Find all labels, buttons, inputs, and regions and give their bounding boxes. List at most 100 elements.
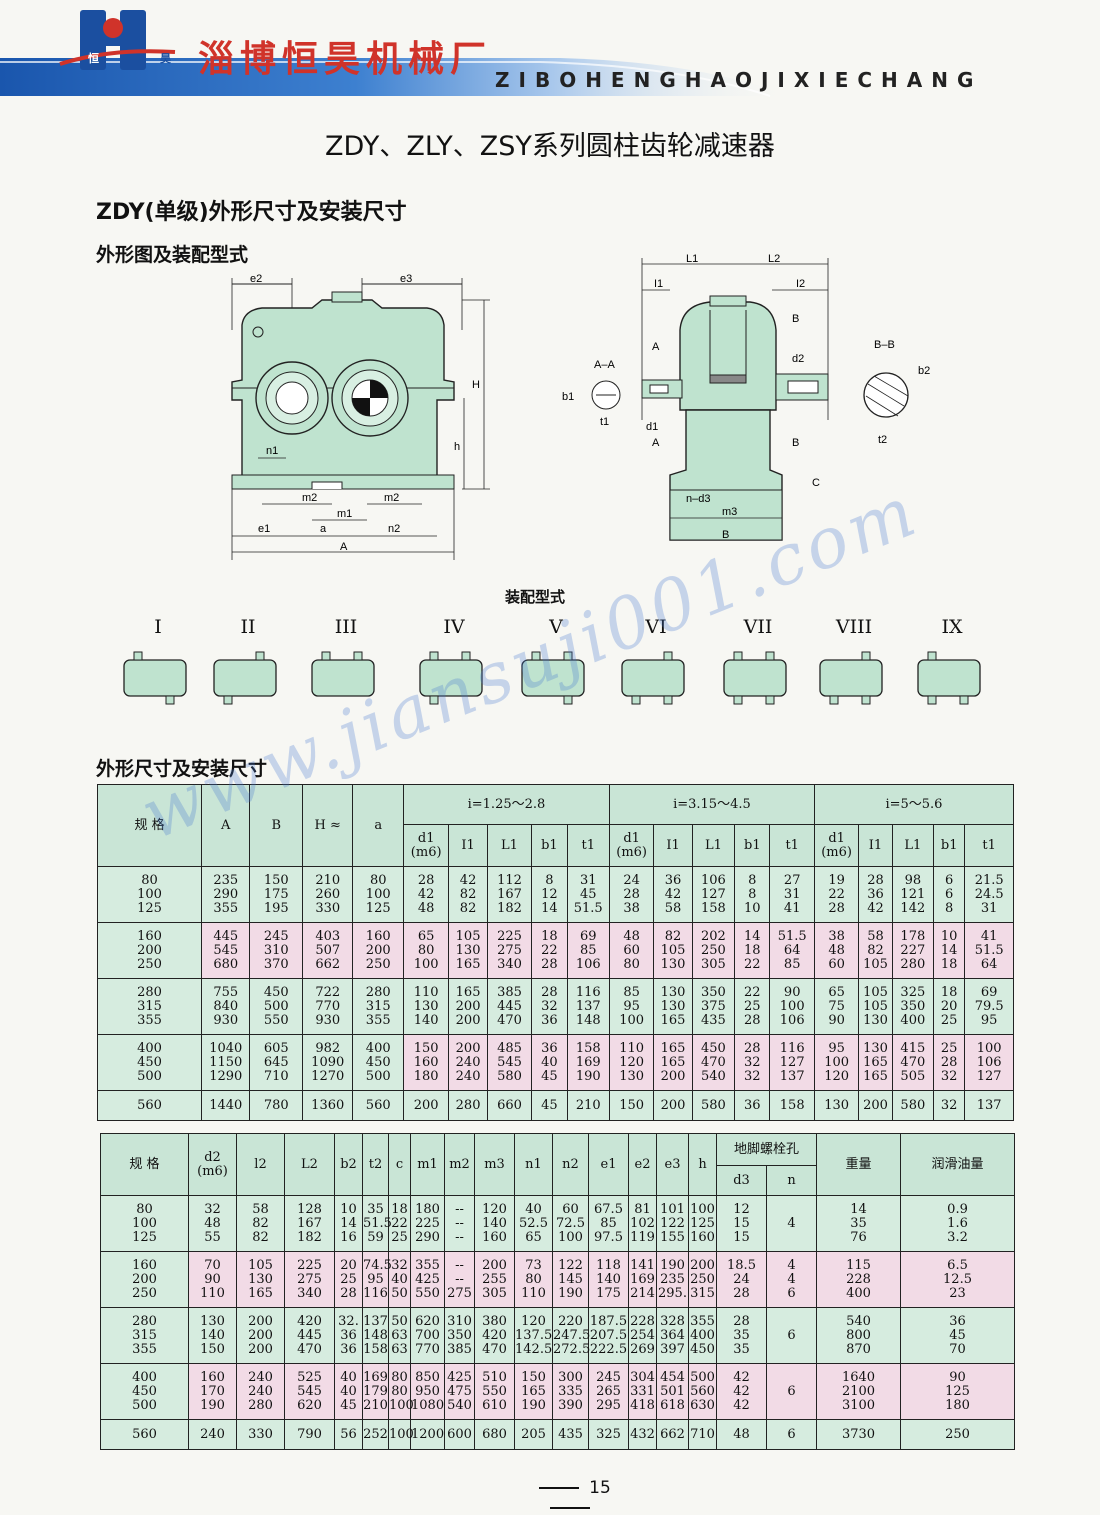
page-title: ZDY、ZLY、ZSY系列圆柱齿轮减速器 — [325, 131, 775, 162]
arrow-B-bottom: B — [792, 437, 799, 449]
table-cell: 20 25 28 — [334, 1251, 363, 1308]
table-cell: 112 167 182 — [486, 866, 533, 923]
table-cell: 328 364 397 — [656, 1307, 689, 1364]
table-cell: 158 — [769, 1090, 815, 1121]
table-cell: 6 — [765, 1307, 818, 1364]
table-cell: 160 200 250 — [100, 1251, 189, 1308]
table-cell: 58 82 105 — [858, 922, 893, 979]
header-col: l2 — [236, 1133, 285, 1196]
table-cell: 210 260 330 — [301, 866, 354, 923]
table-cell: 31 45 51.5 — [566, 866, 610, 923]
table-cell: 252 — [362, 1419, 389, 1450]
table-cell: 790 — [284, 1419, 335, 1450]
dim-h: h — [454, 441, 460, 453]
table-cell: 80 100 125 — [352, 866, 404, 923]
table-cell: 36 45 70 — [900, 1307, 1016, 1364]
table-cell: 722 770 930 — [301, 978, 354, 1035]
table-cell: 65 80 100 — [402, 922, 450, 979]
table-cell: 850 950 1080 — [410, 1363, 445, 1420]
table-cell: 280 315 355 — [352, 978, 404, 1035]
dim-H: H — [472, 379, 480, 391]
table-cell: 41 51.5 64 — [964, 922, 1014, 979]
side-view-drawing: L1 L2 I1 I2 A–A b1 t1 d1 A A B B d2 B–B — [560, 250, 940, 550]
header-ratio-group: i=3.15～4.5 — [608, 784, 815, 825]
dim-e1: e1 — [258, 523, 270, 535]
assembly-type-label: VI — [645, 616, 667, 638]
table-cell: 141 169 214 — [628, 1251, 657, 1308]
header-ratio-group: i=1.25～2.8 — [402, 784, 610, 825]
table-cell: 660 — [486, 1090, 533, 1121]
table-cell: 21.5 24.5 31 — [964, 866, 1014, 923]
header-sub: L1 — [891, 824, 935, 867]
table-cell: 150 — [608, 1090, 655, 1121]
header-ratio-group: i=5～5.6 — [813, 784, 1015, 825]
label-section-AA: A–A — [594, 359, 615, 371]
table-cell: 1360 — [301, 1090, 354, 1121]
dim-t2: t2 — [878, 434, 887, 446]
table-cell: 150 160 180 — [402, 1034, 450, 1091]
dim-n-d3: n–d3 — [686, 493, 710, 505]
header-col: 规 格 — [100, 1133, 189, 1196]
header-col: m2 — [444, 1133, 475, 1196]
table-cell: 280 315 355 — [96, 978, 203, 1035]
dim-b1: b1 — [562, 391, 574, 403]
table-cell: 60 72.5 100 — [552, 1195, 589, 1252]
table-cell: 25 28 32 — [933, 1034, 966, 1091]
table-cell: 130 140 150 — [188, 1307, 237, 1364]
table-cell: 160 200 250 — [96, 922, 203, 979]
assembly-type-7: VII — [718, 616, 798, 716]
header-col: e1 — [588, 1133, 629, 1196]
header-sub: I1 — [448, 824, 488, 867]
table-cell: 150 175 195 — [249, 866, 303, 923]
table-cell: 35 51.5 59 — [362, 1195, 392, 1252]
table-cell: 32. 36 36 — [334, 1307, 363, 1364]
dim-I1: I1 — [654, 278, 663, 290]
header-weight: 重量 — [816, 1133, 902, 1196]
table-cell: 560 — [96, 1090, 203, 1121]
section-title: ZDY(单级)外形尺寸及安装尺寸 — [96, 200, 407, 225]
assembly-type-4: IV — [414, 616, 494, 716]
table-cell: 500 560 630 — [688, 1363, 717, 1420]
dim-t1: t1 — [600, 416, 609, 428]
table-cell: 710 — [688, 1419, 717, 1450]
table-cell: 445 545 680 — [201, 922, 251, 979]
table-cell: 4 — [765, 1195, 818, 1252]
page-header: 恒 昊 淄博恒昊机械厂 ZIBOHENGHAOJIXIECHANG — [0, 0, 1100, 110]
table-cell: 14 35 76 — [816, 1195, 902, 1252]
table-cell: 70 90 110 — [188, 1251, 237, 1308]
header-col: h — [688, 1133, 717, 1196]
header-B: B — [249, 784, 303, 867]
table-cell: 540 800 870 — [816, 1307, 902, 1364]
page-number-text: 15 — [589, 1478, 611, 1498]
table-cell: 415 470 505 — [891, 1034, 935, 1091]
page-number-rule-left — [539, 1487, 580, 1489]
table-cell: 165 165 200 — [653, 1034, 693, 1091]
assembly-type-label: VII — [743, 616, 773, 638]
table-cell: 120 137.5 142.5 — [514, 1307, 553, 1364]
dim-A: A — [340, 541, 348, 553]
page-number: 15 — [500, 1478, 640, 1515]
assembly-types-label: 装配型式 — [505, 588, 566, 606]
header-d3: d3 — [716, 1165, 767, 1196]
table-cell: 200 255 305 — [474, 1251, 515, 1308]
table-cell: 160 170 190 — [188, 1363, 237, 1420]
assembly-type-8: VIII — [814, 616, 894, 716]
header-col: m3 — [474, 1133, 515, 1196]
table-cell: 330 — [236, 1419, 285, 1450]
table-cell: 130 165 165 — [858, 1034, 893, 1091]
table-cell: 228 254 269 — [628, 1307, 657, 1364]
table-cell: 240 — [188, 1419, 237, 1450]
table-cell: 36 40 45 — [531, 1034, 568, 1091]
table-cell: -- -- 275 — [444, 1251, 475, 1308]
table-cell: 130 — [813, 1090, 860, 1121]
table-cell: 69 79.5 95 — [964, 978, 1014, 1035]
dim-a: a — [320, 523, 327, 535]
table-cell: 80 100 125 — [96, 866, 203, 923]
table-cell: 8 12 14 — [531, 866, 568, 923]
dim-n1: n1 — [266, 445, 278, 457]
header-oil: 润滑油量 — [900, 1133, 1016, 1196]
company-logo-icon — [59, 10, 176, 70]
